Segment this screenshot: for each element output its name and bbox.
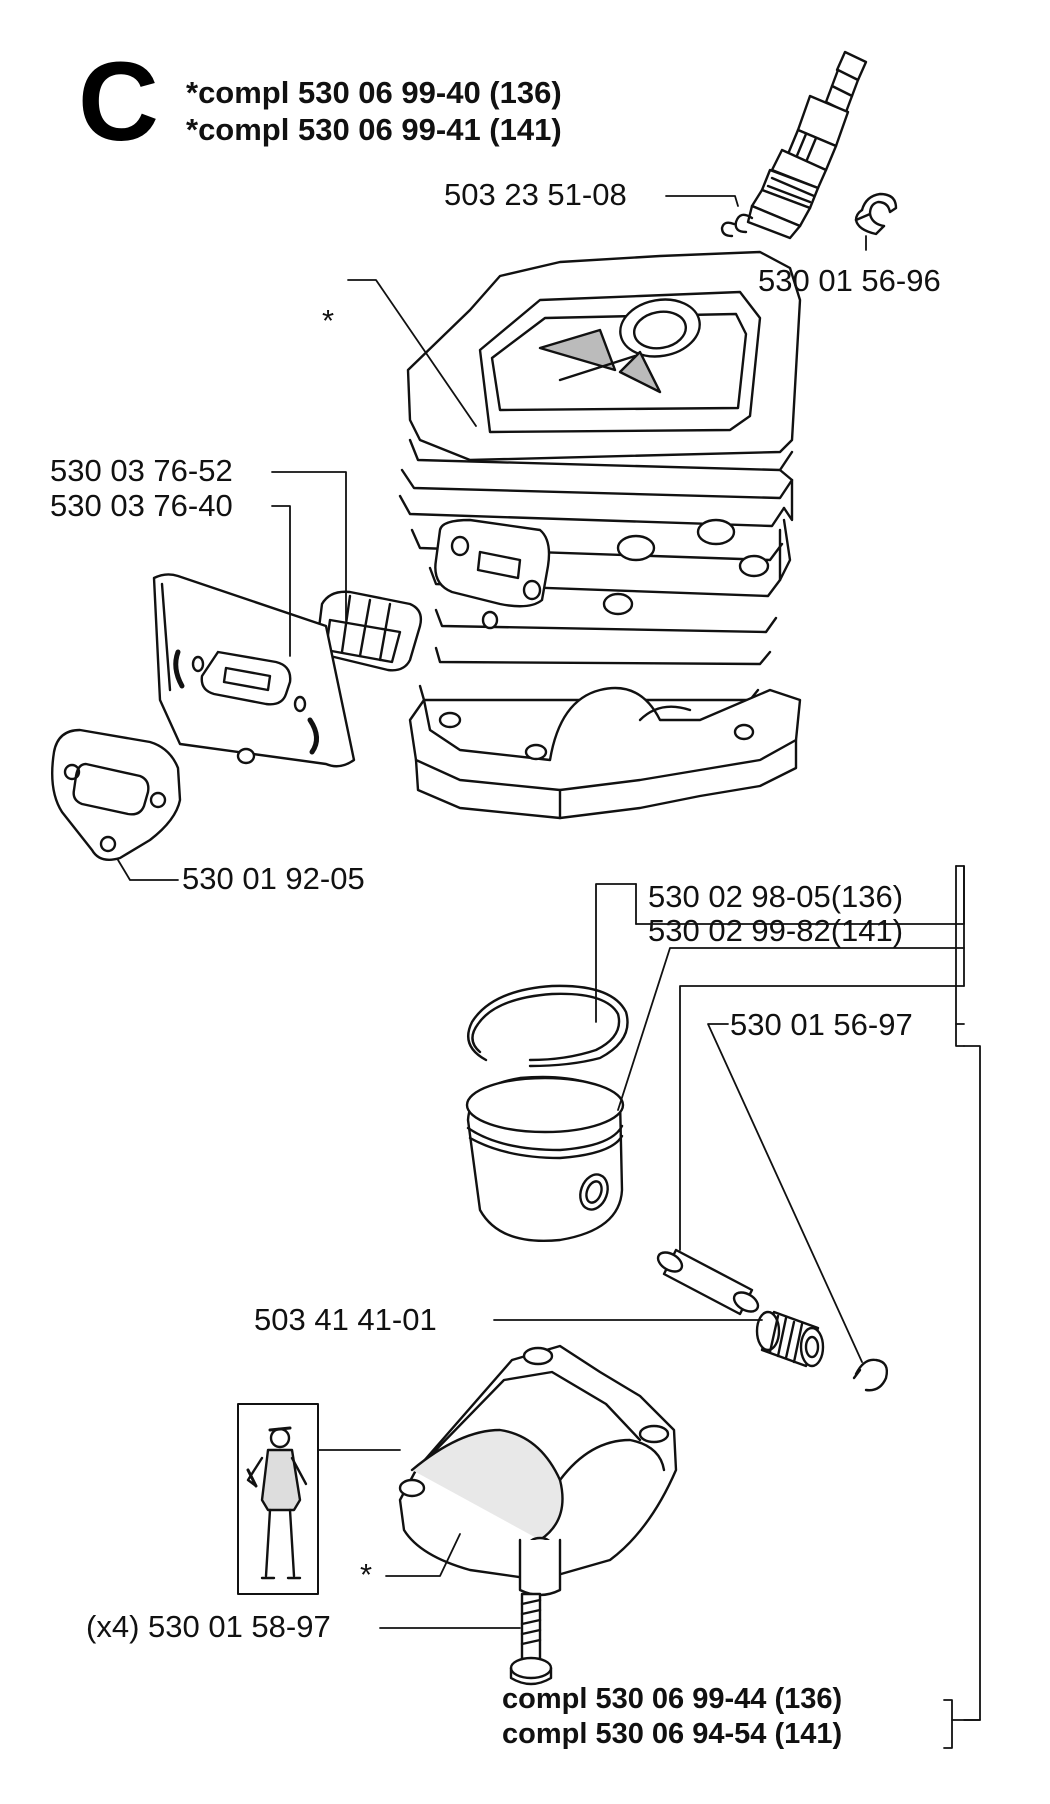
part-label-piston-ring-141: 530 02 99-82(141) (648, 913, 904, 948)
part-label-retaining-ring: 530 01 56-97 (730, 1007, 913, 1042)
mechanic-service-icon (237, 1403, 319, 1595)
part-label-muffler-gasket-40: 530 03 76-40 (50, 488, 233, 523)
part-label-cylinder-gasket: 530 01 92-05 (182, 861, 365, 896)
leader-lines (117, 195, 981, 1749)
needle-bearing-drawing (755, 1310, 825, 1368)
crankcase-asterisk-marker: * (360, 1557, 373, 1592)
screw-drawing (509, 1592, 553, 1686)
part-label-piston-ring-136: 530 02 98-05(136) (648, 879, 904, 914)
assembly-title-line-1: *compl 530 06 99-40 (136) (186, 75, 562, 110)
retaining-ring-drawing (852, 1358, 889, 1392)
kit-label-line-2: compl 530 06 94-54 (141) (502, 1718, 843, 1750)
part-label-screws: (x4) 530 01 58-97 (86, 1609, 331, 1644)
cylinder-asterisk-marker: * (322, 303, 335, 338)
piston-drawing (465, 1075, 625, 1242)
part-label-needle-bearing: 503 41 41-01 (254, 1302, 437, 1337)
piston-pin-drawing (656, 1248, 760, 1316)
part-label-clip: 530 01 56-96 (758, 263, 941, 298)
section-letter: C (78, 39, 159, 164)
piston-ring-drawing (467, 984, 629, 1068)
assembly-title-line-2: *compl 530 06 99-41 (141) (186, 112, 562, 147)
cylinder-drawing (398, 250, 802, 820)
part-label-muffler-gasket-52: 530 03 76-52 (50, 453, 233, 488)
crankcase-drawing (398, 1344, 678, 1597)
spark-plug-drawing (720, 50, 868, 240)
part-label-spark-plug: 503 23 51-08 (444, 177, 627, 212)
heat-shield-drawing (152, 573, 356, 768)
kit-label-line-1: compl 530 06 99-44 (136) (502, 1683, 843, 1715)
clip-drawing (854, 192, 898, 236)
cylinder-gasket-drawing (51, 728, 182, 861)
